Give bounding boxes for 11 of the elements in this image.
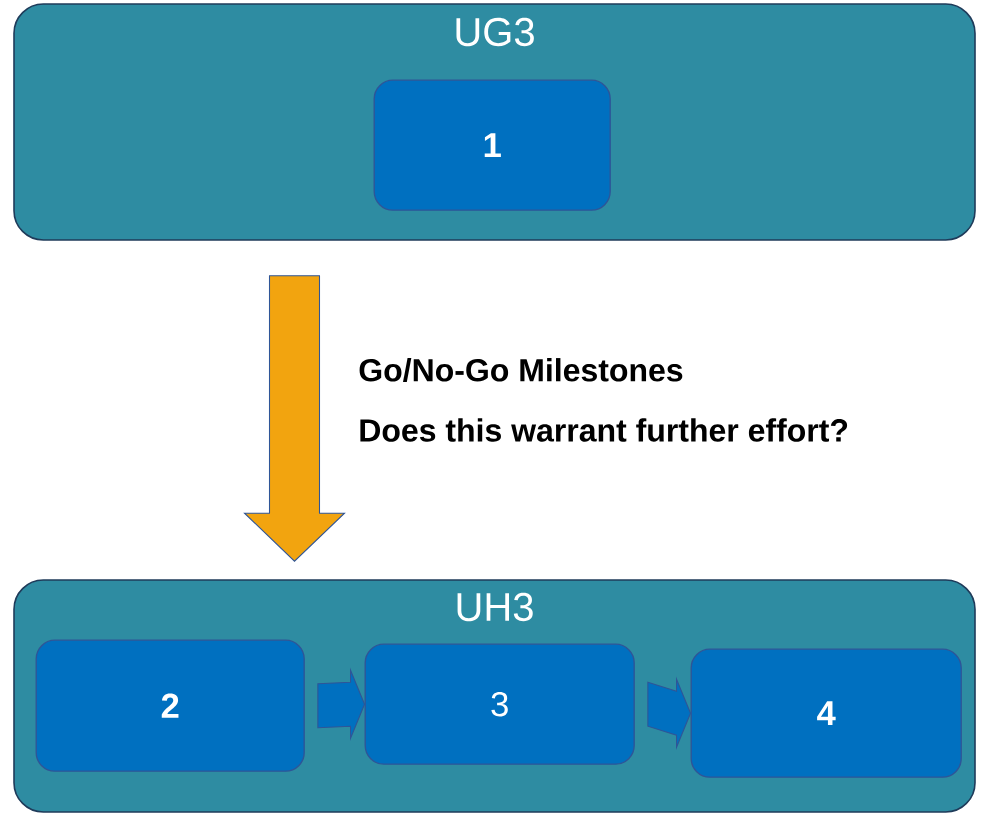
process-box: 3 [364,643,635,765]
process-box: 4 [690,648,962,778]
milestone-note: Does this warrant further effort? [360,418,848,442]
block-arrow [647,676,692,750]
process-box: 1 [373,79,611,211]
process-box: 2 [35,639,305,772]
block-arrow [243,275,346,562]
block-arrow [317,667,366,741]
band-heading: UG3 [456,17,534,47]
milestone-note: Go/No-Go Milestones [359,358,683,382]
band-heading: UH3 [457,592,533,622]
